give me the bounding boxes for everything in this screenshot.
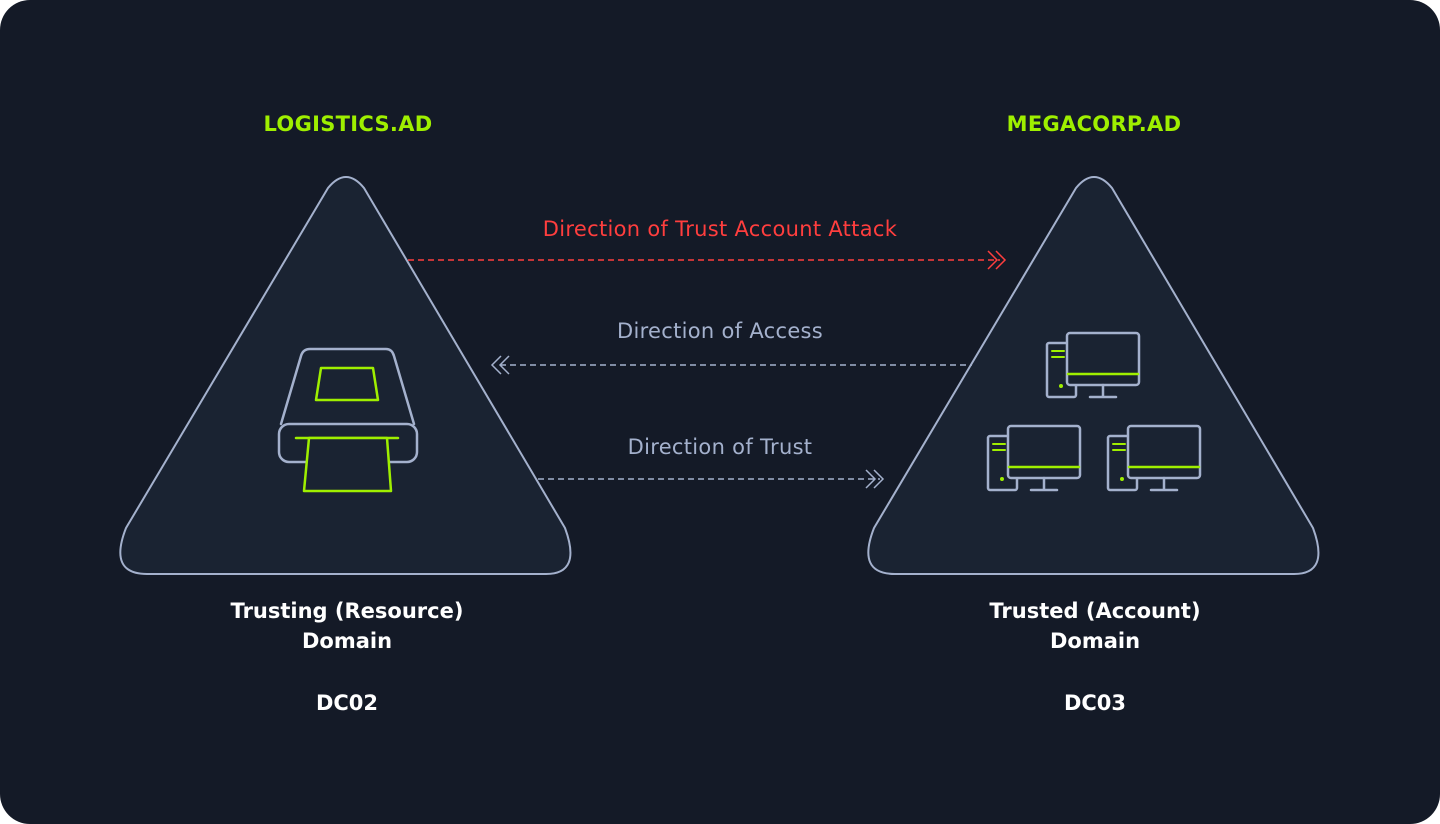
left-domain-dc: DC02 (315, 691, 379, 715)
attack-arrow-label: Direction of Trust Account Attack (542, 217, 898, 241)
left-domain-name: LOGISTICS.AD (263, 112, 433, 136)
left-domain-role-line2: Domain (301, 629, 393, 653)
computer-icon (1045, 331, 1141, 399)
trust-arrow (538, 469, 885, 489)
computer-icon (986, 424, 1082, 492)
right-domain-role-line1: Trusted (Account) (989, 599, 1201, 623)
right-domain-role-line2: Domain (1049, 629, 1141, 653)
computer-icon (1106, 424, 1202, 492)
access-arrow (490, 355, 972, 375)
access-arrow-label: Direction of Access (616, 319, 824, 343)
right-domain-dc: DC03 (1063, 691, 1127, 715)
trust-arrow-label: Direction of Trust (627, 435, 813, 459)
left-domain-role-line1: Trusting (Resource) (230, 599, 464, 623)
printer-icon (277, 347, 419, 493)
attack-arrow (408, 250, 1007, 270)
right-domain-name: MEGACORP.AD (1006, 112, 1182, 136)
left-domain-triangle (119, 176, 572, 575)
